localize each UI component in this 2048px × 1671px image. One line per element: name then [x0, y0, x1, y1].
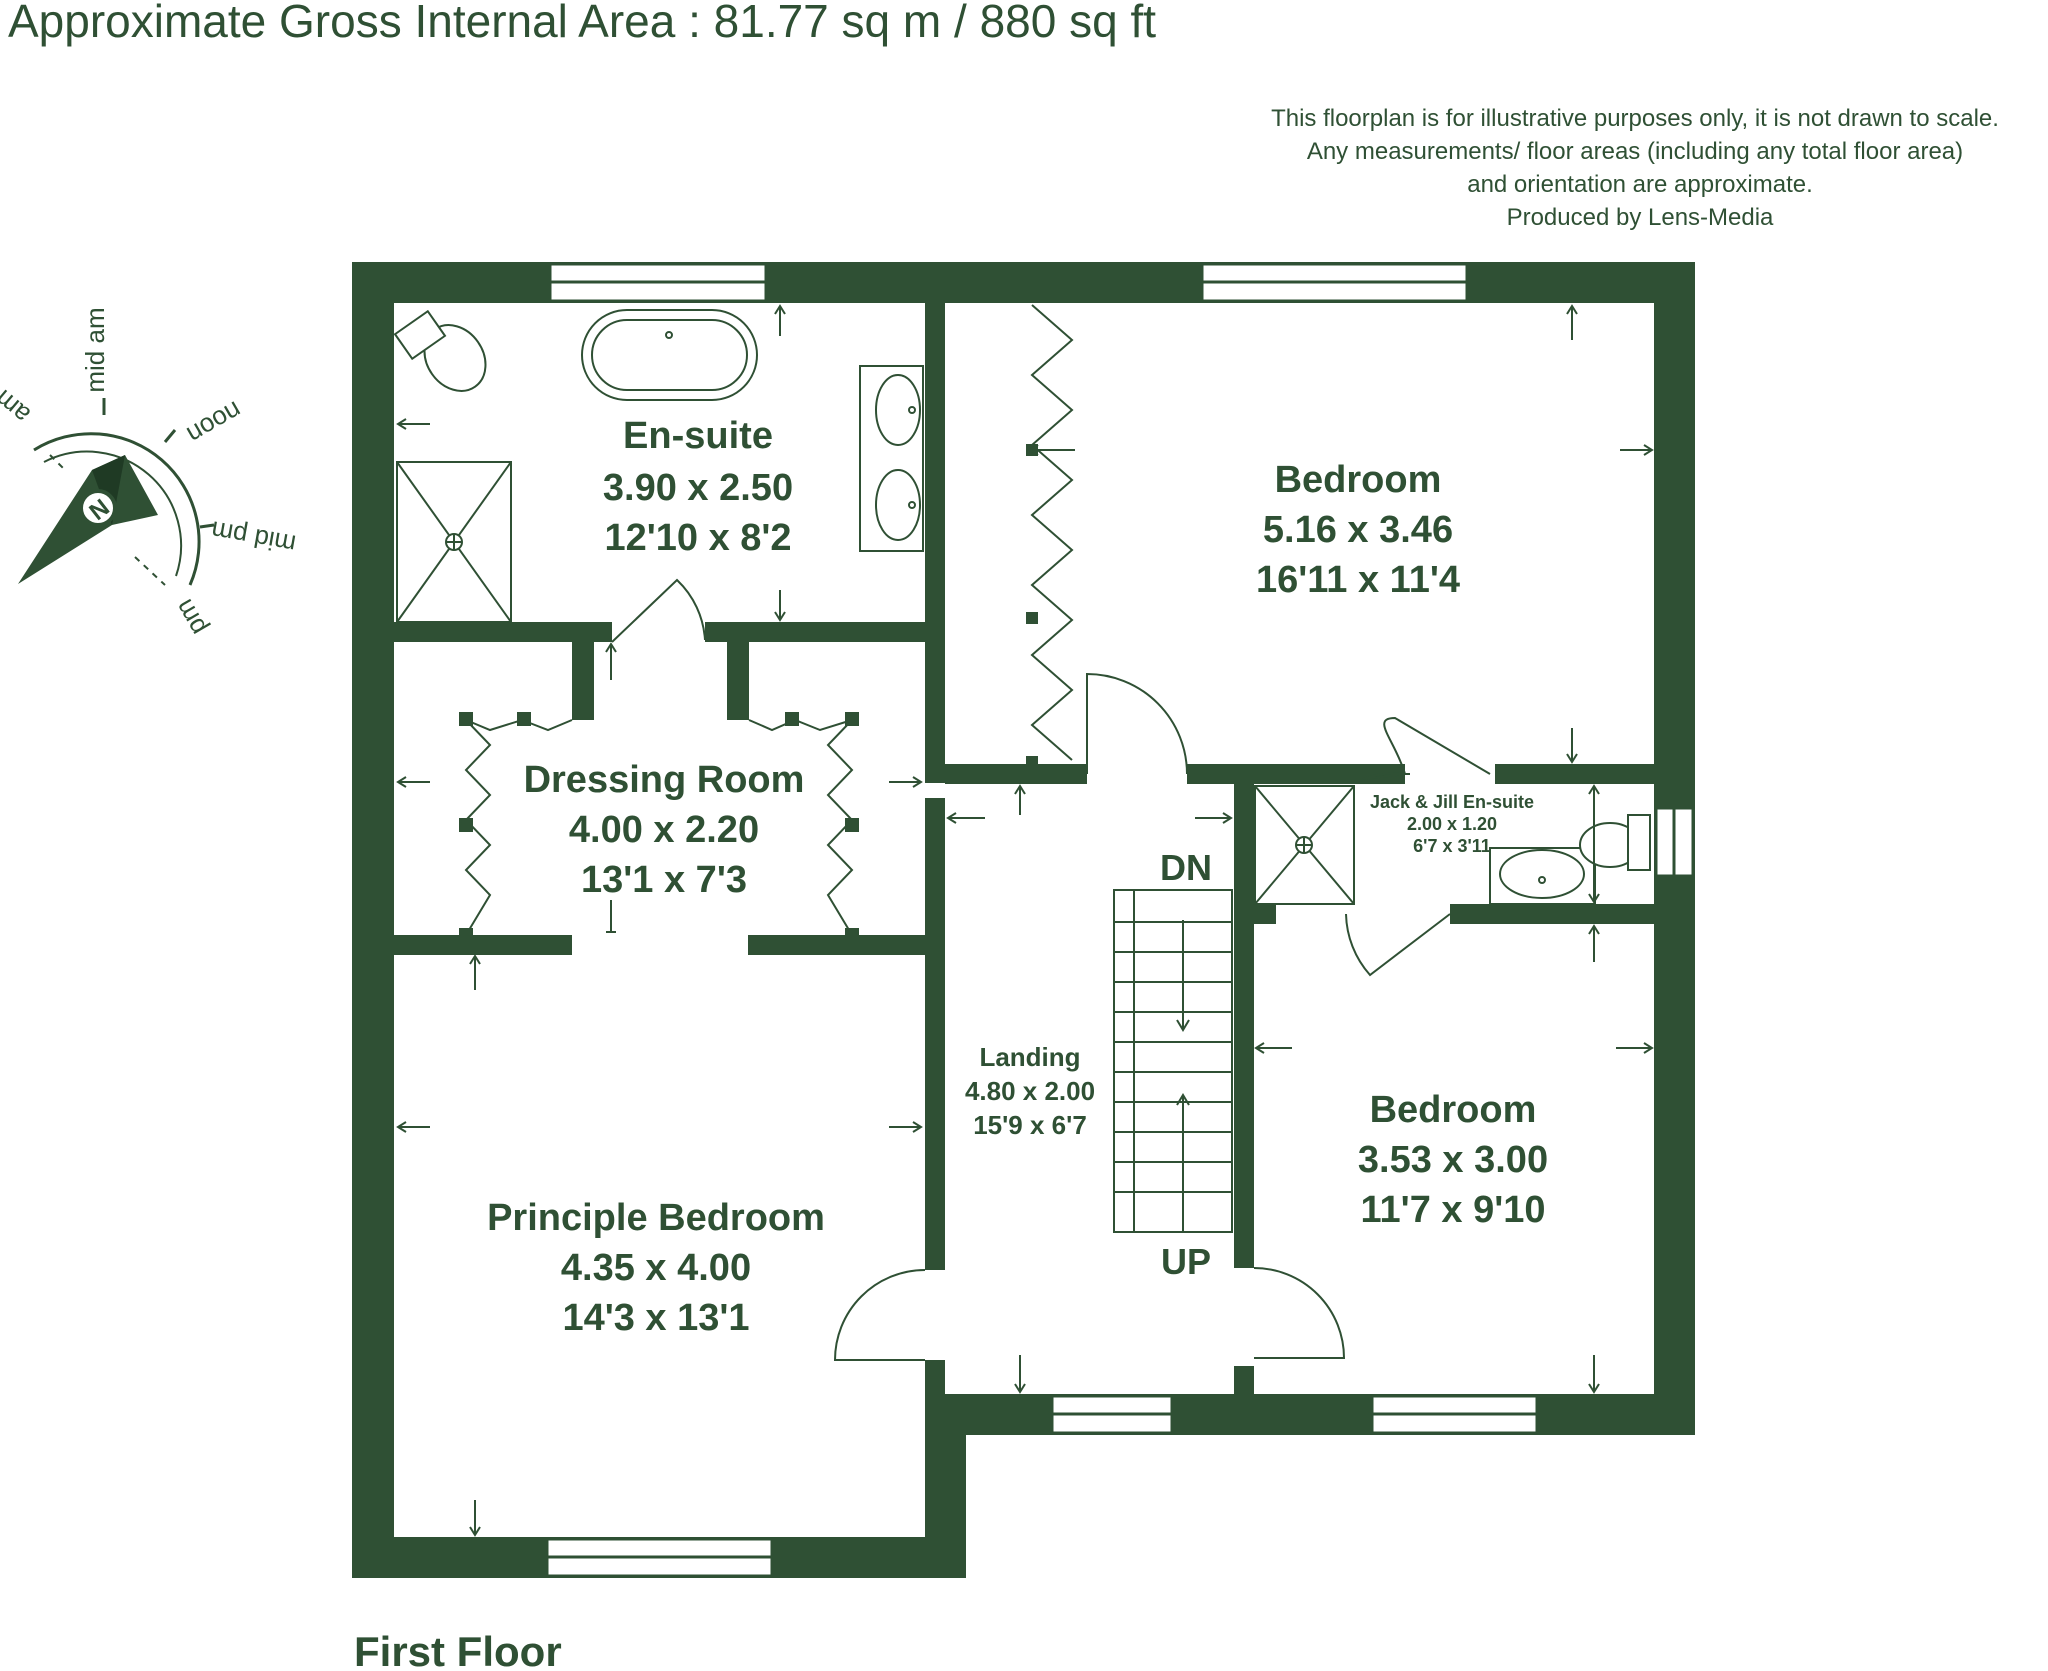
room-landing: Landing 4.80 x 2.00 15'9 x 6'7 — [965, 1042, 1095, 1140]
room-dressing-imperial: 13'1 x 7'3 — [581, 859, 747, 901]
room-principle-name: Principle Bedroom — [487, 1197, 825, 1239]
door-principle — [833, 1269, 926, 1361]
room-dressing-name: Dressing Room — [524, 759, 805, 801]
room-bedroom3-imperial: 11'7 x 9'10 — [1360, 1189, 1545, 1231]
wall-jackjill-bedroom3 — [1450, 904, 1654, 924]
door-bedroom3 — [1253, 1267, 1346, 1359]
room-ensuite: En-suite 3.90 x 2.50 12'10 x 8'2 — [603, 415, 793, 559]
room-jackjill-metric: 2.00 x 1.20 — [1407, 814, 1497, 834]
wardrobe-bedroom — [1030, 304, 1074, 761]
fixtures — [393, 309, 1651, 905]
room-bedroom-3: Bedroom 3.53 x 3.00 11'7 x 9'10 — [1358, 1089, 1548, 1231]
wall-dressing-principle — [394, 935, 572, 955]
room-dressing-metric: 4.00 x 2.20 — [569, 809, 759, 851]
room-principle-imperial: 14'3 x 13'1 — [562, 1297, 749, 1339]
room-ensuite-name: En-suite — [623, 415, 773, 457]
room-dressing: Dressing Room 4.00 x 2.20 13'1 x 7'3 — [524, 759, 805, 901]
door-jackjill — [1362, 772, 1410, 780]
compass-mid-am: mid am — [80, 307, 110, 392]
dimension-markers — [396, 304, 1654, 1537]
room-principle-metric: 4.35 x 4.00 — [561, 1247, 751, 1289]
floor-label: First Floor — [354, 1628, 562, 1671]
gross-area-title: Approximate Gross Internal Area : 81.77 … — [8, 0, 1156, 47]
compass-pm: pm — [168, 594, 212, 640]
door-ensuite — [611, 578, 706, 643]
door-bedroom-landing — [1086, 672, 1188, 775]
wall-principle-landing — [925, 798, 945, 1270]
sun-arc — [33, 432, 201, 586]
room-landing-name: Landing — [979, 1042, 1080, 1072]
wall-ensuite-bedroom — [925, 303, 945, 783]
room-jackjill: Jack & Jill En-suite 2.00 x 1.20 6'7 x 3… — [1370, 792, 1534, 856]
compass: N am mid am noon mid pm pm — [0, 307, 298, 640]
disclaimer-line-1: This floorplan is for illustrative purpo… — [1271, 105, 1999, 132]
stairs-up-label: UP — [1161, 1241, 1211, 1282]
compass-mid-pm: mid pm — [209, 515, 298, 559]
room-jackjill-name: Jack & Jill En-suite — [1370, 792, 1534, 812]
wardrobes — [464, 304, 1074, 936]
room-ensuite-imperial: 12'10 x 8'2 — [604, 517, 791, 559]
room-bedroom2-metric: 5.16 x 3.46 — [1263, 509, 1453, 551]
room-ensuite-metric: 3.90 x 2.50 — [603, 467, 793, 509]
room-principle-bedroom: Principle Bedroom 4.35 x 4.00 14'3 x 13'… — [487, 1197, 825, 1339]
disclaimer-line-3: and orientation are approximate. — [1467, 171, 1813, 198]
disclaimer-line-4: Produced by Lens-Media — [1507, 204, 1774, 231]
room-landing-imperial: 15'9 x 6'7 — [973, 1110, 1087, 1140]
room-bedroom3-metric: 3.53 x 3.00 — [1358, 1139, 1548, 1181]
room-bedroom2-name: Bedroom — [1275, 459, 1442, 501]
door-jackjill-2 — [1345, 913, 1451, 977]
wall-ensuite-dressing — [394, 622, 612, 642]
compass-noon: noon — [182, 395, 247, 450]
wall-bedroom-landing — [945, 764, 1087, 784]
room-bedroom-2: Bedroom 5.16 x 3.46 16'11 x 11'4 — [1256, 459, 1460, 601]
stairs-down-label: DN — [1160, 847, 1212, 888]
room-landing-metric: 4.80 x 2.00 — [965, 1076, 1095, 1106]
room-bedroom2-imperial: 16'11 x 11'4 — [1256, 559, 1460, 601]
walls — [352, 262, 1695, 1578]
compass-am: am — [0, 384, 36, 430]
room-bedroom3-name: Bedroom — [1370, 1089, 1537, 1131]
staircase — [1113, 889, 1233, 1233]
doors — [611, 578, 1491, 1361]
windows — [545, 262, 1695, 1578]
wall-landing-bedroom3 — [1234, 784, 1254, 1268]
disclaimer-line-2: Any measurements/ floor areas (including… — [1307, 138, 1963, 165]
room-jackjill-imperial: 6'7 x 3'11 — [1413, 836, 1491, 856]
